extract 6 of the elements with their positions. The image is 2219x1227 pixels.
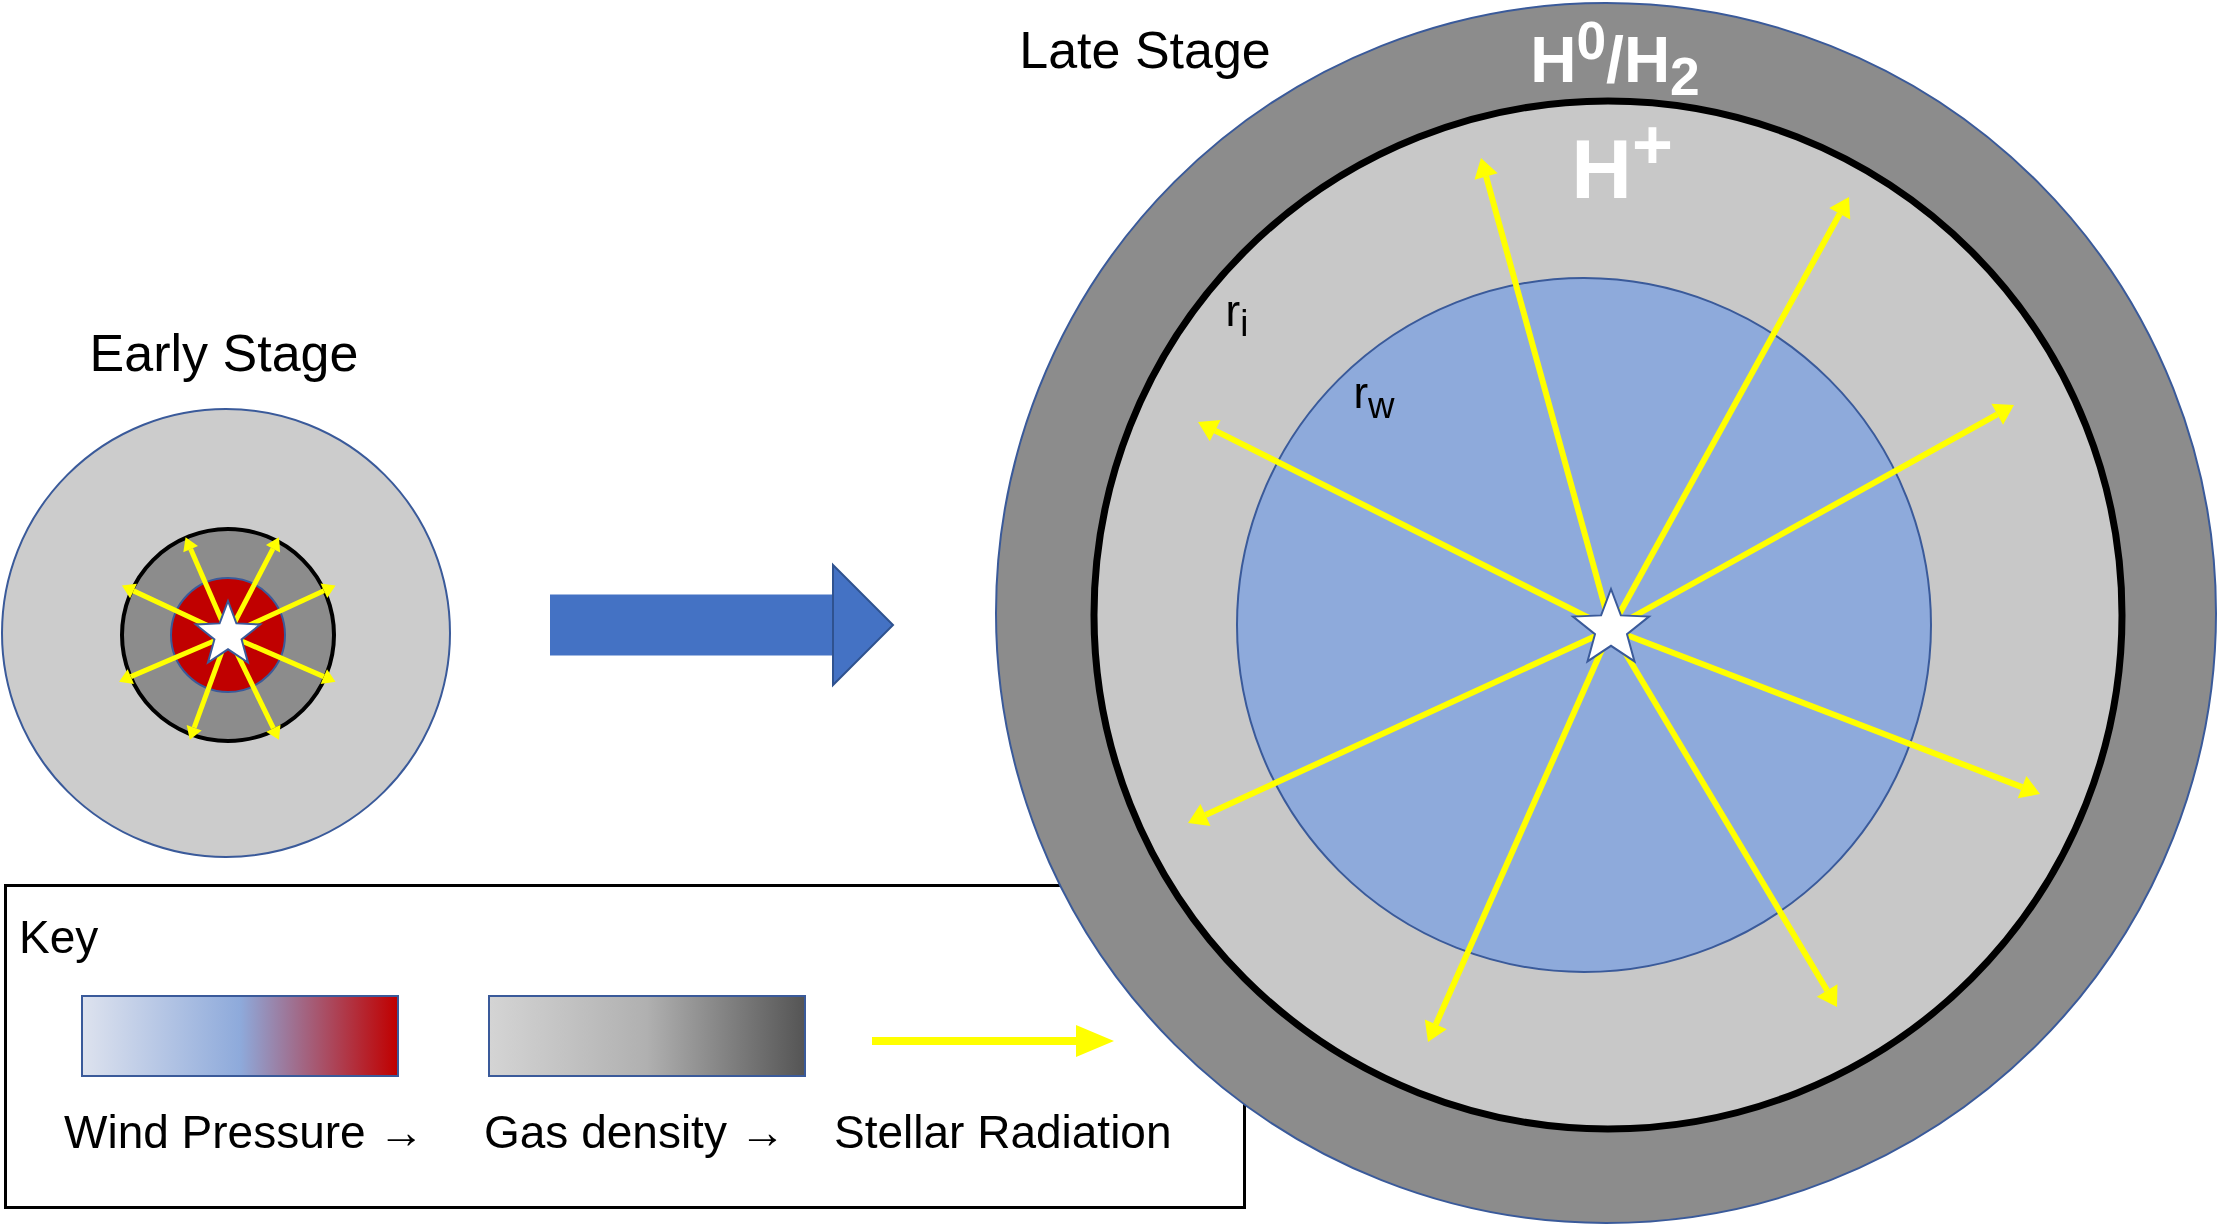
- legend-text: Stellar Radiation: [834, 1109, 1172, 1155]
- region-label: H$^{0}$/H$_{2}$: [1530, 14, 1700, 104]
- transition-arrow: [550, 564, 894, 686]
- radius-label: r$_{w}$: [1353, 371, 1395, 425]
- radius-label: r$_{i}$: [1225, 289, 1249, 343]
- legend-text: Wind Pressure →: [64, 1109, 425, 1155]
